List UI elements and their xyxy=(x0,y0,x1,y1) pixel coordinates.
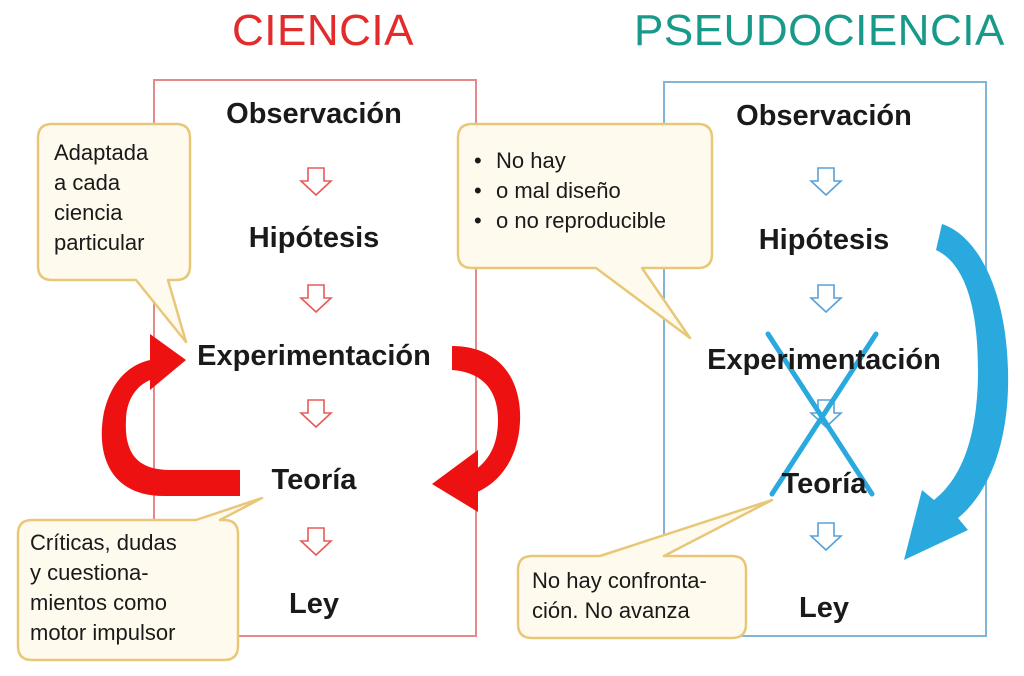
ciencia-step-hipotesis: Hipótesis xyxy=(248,222,380,254)
ciencia-left-loop-arrow-icon xyxy=(101,334,240,496)
note-confrontacion-line: ción. No avanza xyxy=(532,598,690,623)
ciencia-right-loop-arrow-icon xyxy=(432,346,521,512)
note-adaptada-line: particular xyxy=(54,230,145,255)
cross-line-1 xyxy=(765,331,875,497)
ciencia-down-arrow-4-icon xyxy=(298,527,334,557)
ciencia-step-observacion: Observación xyxy=(226,98,402,130)
pseudo-down-arrow-1-icon xyxy=(808,167,844,197)
note-adaptada-line: a cada xyxy=(54,170,121,195)
note-adaptada: Adaptada a cada ciencia particular xyxy=(54,138,148,258)
note-experimento-item: o mal diseño xyxy=(474,176,666,206)
pseudociencia-title: PSEUDOCIENCIA xyxy=(634,6,1005,55)
note-experimento-item: o no reproducible xyxy=(474,206,666,236)
ciencia-title: CIENCIA xyxy=(232,6,414,55)
ciencia-step-ley: Ley xyxy=(289,588,339,620)
note-confrontacion-line: No hay confronta- xyxy=(532,568,707,593)
note-adaptada-line: ciencia xyxy=(54,200,123,225)
pseudo-step-hipotesis: Hipótesis xyxy=(758,224,890,256)
note-criticas-line: mientos como xyxy=(30,590,167,615)
note-criticas: Críticas, dudas y cuestiona- mientos com… xyxy=(30,528,177,648)
pseudo-step-teoria: Teoría xyxy=(781,468,867,500)
ciencia-step-experimentacion: Experimentación xyxy=(197,340,431,372)
cross-line-2 xyxy=(769,331,879,497)
note-criticas-line: y cuestiona- xyxy=(30,560,149,585)
ciencia-step-teoria: Teoría xyxy=(271,464,357,496)
ciencia-down-arrow-1-icon xyxy=(298,167,334,197)
note-criticas-line: motor impulsor xyxy=(30,620,176,645)
pseudo-step-ley: Ley xyxy=(799,592,849,624)
note-confrontacion: No hay confronta- ción. No avanza xyxy=(532,566,707,626)
note-experimento-item: No hay xyxy=(474,146,666,176)
note-experimento-list: No hay o mal diseño o no reproducible xyxy=(474,146,666,236)
ciencia-down-arrow-2-icon xyxy=(298,284,334,314)
pseudo-down-arrow-2-icon xyxy=(808,284,844,314)
bubble-adaptada-shape xyxy=(36,122,192,344)
note-adaptada-line: Adaptada xyxy=(54,140,149,165)
bubble-confrontacion-shape xyxy=(516,498,774,640)
pseudo-step-experimentacion: Experimentación xyxy=(707,344,941,376)
note-criticas-line: Críticas, dudas xyxy=(30,530,177,555)
ciencia-down-arrow-3-icon xyxy=(298,399,334,429)
bubble-criticas-shape xyxy=(16,496,264,662)
pseudo-down-arrow-4-icon xyxy=(808,522,844,552)
pseudo-bypass-arrow-icon xyxy=(904,224,1009,560)
pseudo-step-observacion: Observación xyxy=(736,100,912,132)
